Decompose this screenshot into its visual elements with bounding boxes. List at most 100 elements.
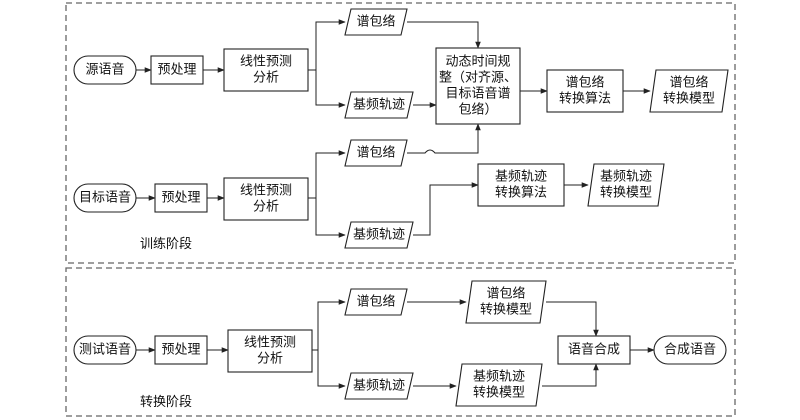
f0-model-label: 基频轨迹: [600, 170, 652, 185]
env-model-label: 谱包络: [669, 75, 708, 91]
nodes: 源语音预处理线性预测分析谱包络基频轨迹动态时间规整（对齐源、目标语音谱包络）谱包…: [73, 8, 729, 407]
conv-f0-node: 基频轨迹: [344, 372, 414, 400]
env-model-label: 转换模型: [663, 92, 715, 107]
flow-arrow-21: [546, 301, 599, 337]
conv-f0-label: 基频轨迹: [353, 379, 405, 394]
dtw-shape: [435, 47, 521, 125]
train-f0-src-shape: [344, 91, 414, 119]
conv-f0-model-shape: [455, 363, 543, 407]
train-lpa-src-label: 线性预测: [240, 55, 292, 70]
conv-f0-shape: [344, 372, 414, 400]
target-speech-node: 目标语音: [73, 183, 137, 213]
train-env-src-node: 谱包络: [344, 8, 408, 36]
flow-arrow-18: [312, 299, 346, 351]
flow-arrow-5: [407, 21, 481, 49]
synth-speech-label: 合成语音: [664, 342, 716, 358]
train-env-src-label: 谱包络: [356, 14, 395, 30]
train-lpa-tgt-label: 线性预测: [240, 184, 292, 199]
conversion-stage-label: 转换阶段: [140, 395, 192, 410]
train-lpa-src-shape: [223, 48, 309, 92]
target-speech-label: 目标语音: [79, 190, 131, 206]
synth-speech-shape: [653, 335, 727, 365]
train-pre-tgt-node: 预处理: [154, 183, 208, 213]
conv-pre-shape: [154, 335, 208, 365]
env-algo-label: 转换算法: [559, 92, 611, 107]
f0-model-label: 转换模型: [600, 186, 652, 201]
target-speech-shape: [73, 183, 137, 213]
edges: [136, 19, 655, 389]
train-lpa-src-label: 分析: [253, 71, 279, 86]
f0-model-shape: [587, 163, 665, 207]
train-f0-src-node: 基频轨迹: [344, 91, 414, 119]
dtw-label: 包络）: [458, 102, 497, 118]
conv-env-model-label: 转换模型: [480, 303, 532, 318]
train-pre-src-shape: [150, 55, 204, 85]
env-algo-shape: [546, 69, 624, 113]
conv-env-model-shape: [465, 280, 547, 324]
dtw-label: 整（对齐源、: [439, 70, 517, 86]
conv-env-model-label: 谱包络: [486, 286, 525, 302]
conv-pre-label: 预处理: [161, 343, 200, 358]
train-f0-src-label: 基频轨迹: [353, 98, 405, 113]
conv-env-shape: [344, 288, 408, 316]
conv-lpa-label: 线性预测: [244, 336, 296, 351]
train-pre-src-label: 预处理: [157, 63, 196, 78]
env-model-shape: [649, 69, 729, 113]
train-env-tgt-label: 谱包络: [356, 145, 395, 161]
train-env-src-shape: [344, 8, 408, 36]
synthesis-node: 语音合成: [557, 335, 631, 365]
train-f0-tgt-label: 基频轨迹: [353, 228, 405, 243]
training-stage-frame: [65, 2, 736, 264]
conv-env-node: 谱包络: [344, 288, 408, 316]
train-lpa-tgt-shape: [223, 177, 309, 221]
source-speech-node: 源语音: [73, 55, 137, 85]
conv-f0-model-label: 基频轨迹: [473, 370, 525, 385]
source-speech-shape: [73, 55, 137, 85]
train-f0-tgt-shape: [344, 221, 414, 249]
conv-pre-node: 预处理: [154, 335, 208, 365]
conversion-stage-frame: [65, 267, 736, 417]
test-speech-shape: [73, 335, 137, 365]
env-algo-label: 谱包络: [565, 75, 604, 91]
flow-arrow-3: [308, 19, 346, 71]
conv-lpa-shape: [227, 329, 313, 373]
train-pre-tgt-shape: [154, 183, 208, 213]
train-env-tgt-node: 谱包络: [344, 139, 408, 167]
conv-f0-model-label: 转换模型: [473, 386, 525, 401]
train-f0-tgt-node: 基频轨迹: [344, 221, 414, 249]
train-pre-src-node: 预处理: [150, 55, 204, 85]
flow-arrow-19: [317, 350, 346, 389]
dtw-label: 动态时间规: [445, 55, 510, 70]
flow-arrow-14: [413, 182, 479, 236]
synth-speech-node: 合成语音: [653, 335, 727, 365]
flow-arrow-13: [407, 123, 481, 154]
flow-arrow-4: [315, 70, 346, 108]
train-lpa-tgt-label: 分析: [253, 200, 279, 215]
conv-lpa-label: 分析: [257, 352, 283, 367]
f0-algo-shape: [477, 163, 565, 207]
flow-arrow-23: [542, 363, 599, 387]
synthesis-shape: [557, 335, 631, 365]
f0-algo-label: 转换算法: [495, 186, 547, 201]
training-stage-label: 训练阶段: [140, 237, 192, 252]
flow-arrow-11: [308, 150, 346, 199]
dtw-label: 目标语音谱: [445, 86, 510, 102]
test-speech-node: 测试语音: [73, 335, 137, 365]
source-speech-label: 源语音: [85, 62, 124, 78]
conv-env-label: 谱包络: [356, 294, 395, 310]
synthesis-label: 语音合成: [568, 342, 620, 358]
train-pre-tgt-label: 预处理: [161, 191, 200, 206]
train-env-tgt-shape: [344, 139, 408, 167]
f0-algo-label: 基频轨迹: [495, 170, 547, 185]
